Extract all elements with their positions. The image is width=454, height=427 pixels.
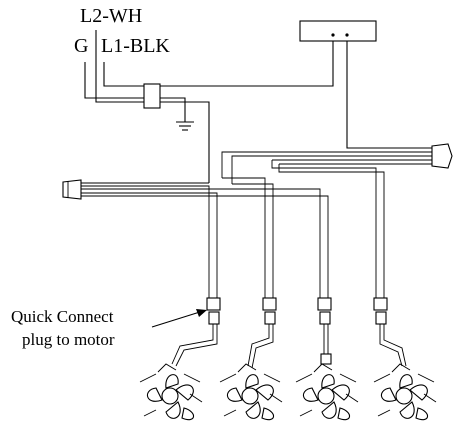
fan-icon [295,363,359,421]
label-l1-blk: L1-BLK [101,35,170,57]
plug-icon [373,297,388,325]
ground-wire [84,62,186,122]
left-wire-nut [62,179,82,200]
plug-icon [317,297,332,325]
plug-icon [262,297,277,325]
splice-connector [143,83,161,109]
switch-box [299,20,377,42]
motor-3 [295,297,359,421]
right-plug [431,143,453,169]
motor-harness [81,151,432,298]
label-quick-connect-2: plug to motor [22,330,115,349]
plug-icon [206,297,221,325]
l1-wire [103,40,334,87]
switch-return-wire [346,40,432,149]
label-l2-wh: L2-WH [80,5,142,27]
motor-1 [139,297,221,421]
fan-icon [373,363,437,421]
motor-4 [373,297,437,421]
arrow-icon [151,309,207,328]
fan-icon [139,363,203,421]
label-ground: G [74,35,88,57]
label-quick-connect-1: Quick Connect [11,307,114,326]
supply-wires [84,30,432,183]
ground-icon [176,121,194,131]
fan-icon [219,363,283,421]
motor-2 [219,297,283,421]
